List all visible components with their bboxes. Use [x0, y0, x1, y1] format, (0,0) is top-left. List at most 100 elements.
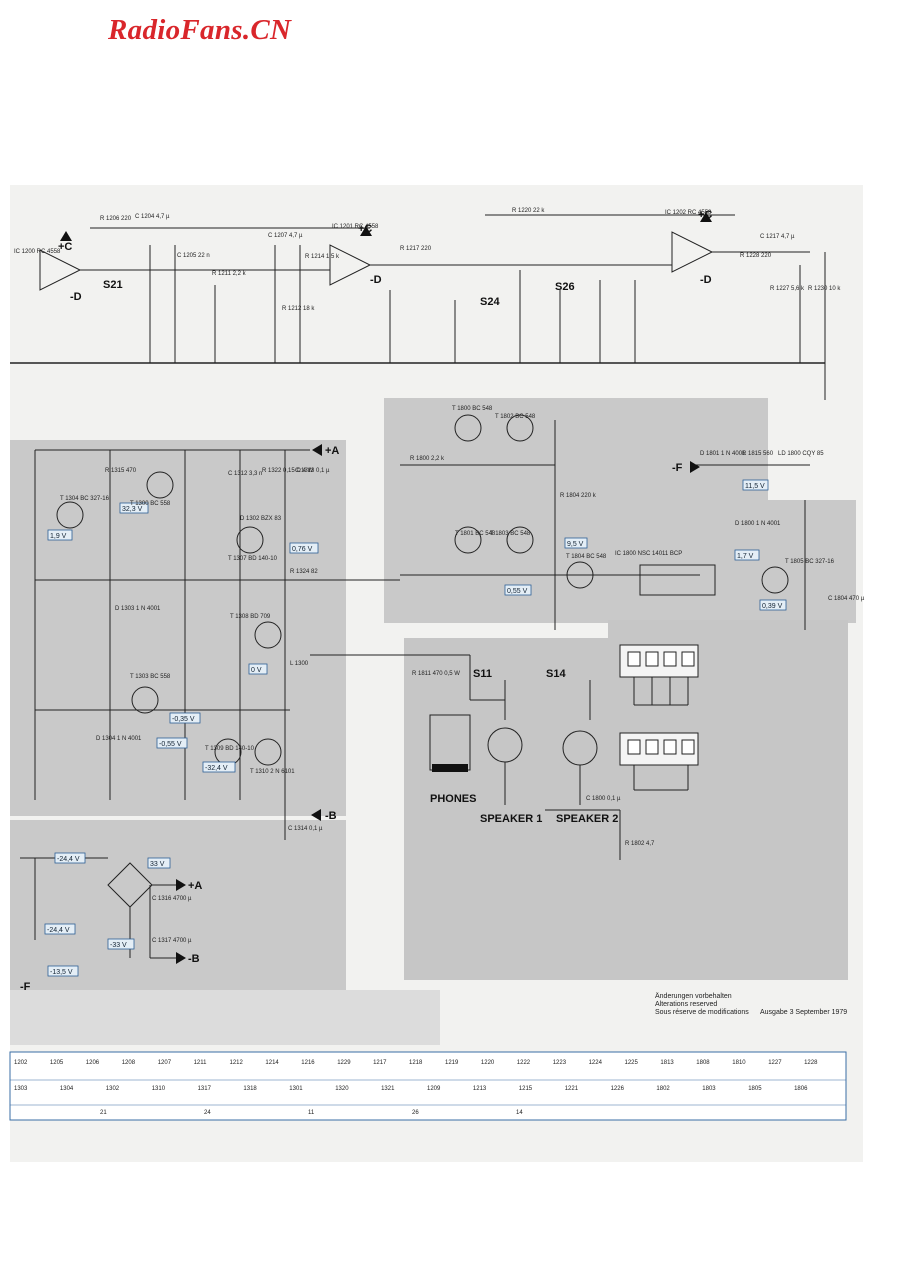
- parts-index-cell: 1226: [611, 1086, 625, 1092]
- rail-label: -B: [325, 810, 337, 822]
- protection-panel: [384, 398, 768, 623]
- footer-note-line1: Änderungen vorbehalten: [655, 992, 732, 1000]
- protection-wiring: [400, 414, 810, 630]
- component-label: R 1230 10 k: [808, 286, 841, 292]
- switch-label: S11: [473, 668, 492, 680]
- phones-label: PHONES: [430, 793, 476, 805]
- outputs-wiring: [310, 654, 621, 860]
- parts-index-cell: 1227: [768, 1060, 782, 1066]
- parts-index-cell: 1212: [230, 1060, 244, 1066]
- footer-note-line3: Sous réserve de modifications: [655, 1009, 749, 1016]
- parts-index-column-number: 26: [412, 1110, 419, 1116]
- parts-index-cell: 1206: [86, 1060, 100, 1066]
- parts-index-cell: 1211: [194, 1060, 208, 1066]
- voltage-tag: 11,5 V: [745, 483, 765, 490]
- parts-index-cell: 1302: [106, 1086, 120, 1092]
- rail-label: -B: [188, 953, 200, 965]
- parts-index-cell: 1802: [656, 1086, 670, 1092]
- rail-label: +C: [698, 209, 712, 221]
- parts-index-cell: 1320: [335, 1086, 349, 1092]
- rail-label: +A: [325, 445, 339, 457]
- phones-jack-bar: [432, 764, 468, 772]
- parts-index-column-number: 11: [308, 1110, 315, 1116]
- component-label: T 1801 BC 548: [455, 531, 496, 537]
- component-label: C 1217 4,7 µ: [760, 234, 795, 240]
- component-label: T 1803 BC 548: [490, 531, 531, 537]
- component-label: R 1228 220: [740, 253, 772, 259]
- parts-index-cell: 1209: [427, 1086, 441, 1092]
- component-label: C 1207 4,7 µ: [268, 233, 303, 239]
- rail-label: -F: [672, 462, 683, 474]
- component-label: T 1304 BC 327-16: [60, 496, 110, 502]
- parts-index-cell: 1808: [696, 1060, 710, 1066]
- parts-index-cell: 1215: [519, 1086, 533, 1092]
- parts-index-cell: 1218: [409, 1060, 423, 1066]
- component-label: C 1205 22 n: [177, 253, 210, 259]
- speaker2-label: SPEAKER 2: [556, 813, 618, 825]
- component-label: R 1802 4,7: [625, 841, 655, 847]
- component-label: T 1307 BD 140-10: [228, 556, 278, 562]
- component-label: IC 1202 RC 4558: [665, 210, 712, 216]
- component-label: R 1322 0,15 Ω 4 W: [262, 468, 314, 474]
- rail-label: -D: [370, 274, 382, 286]
- parts-index-column-number: 24: [204, 1110, 211, 1116]
- parts-index-cell: 1805: [748, 1086, 762, 1092]
- component-label: C 1804 470 µ: [828, 596, 865, 602]
- parts-index-column-number: 21: [100, 1110, 107, 1116]
- component-label: D 1303 1 N 4001: [115, 606, 161, 612]
- component-label: LD 1800 CQY 85: [778, 451, 824, 457]
- voltage-tag: 0,55 V: [507, 588, 528, 595]
- parts-index-cell: 1222: [517, 1060, 531, 1066]
- parts-index-cell: 1221: [565, 1086, 579, 1092]
- rail-label: -F: [20, 981, 31, 993]
- parts-index-column-number: 14: [516, 1110, 523, 1116]
- parts-index-cell: 1214: [265, 1060, 279, 1066]
- component-label: T 1805 BC 327-16: [785, 559, 835, 565]
- voltage-tag: 9,5 V: [567, 541, 584, 548]
- component-label: D 1304 1 N 4001: [96, 736, 142, 742]
- parts-index-cell: 1803: [702, 1086, 716, 1092]
- voltage-tag: 0,39 V: [762, 603, 783, 610]
- parts-index-cell: 1806: [794, 1086, 808, 1092]
- voltage-tag: -13,5 V: [50, 969, 73, 976]
- voltage-tag: -0,35 V: [172, 716, 195, 723]
- parts-index-cell: 1813: [660, 1060, 674, 1066]
- component-label: T 1800 BC 548: [452, 406, 493, 412]
- component-label: C 1316 4700 µ: [152, 896, 192, 902]
- voltage-tag: -0,55 V: [159, 741, 182, 748]
- jack-panel: [608, 620, 848, 980]
- voltage-tag: 32,3 V: [122, 506, 143, 513]
- parts-index-cell: 1224: [589, 1060, 603, 1066]
- parts-index-cell: 1225: [625, 1060, 639, 1066]
- parts-index-cell: 1208: [122, 1060, 136, 1066]
- component-label: T 1309 BD 140-10: [205, 746, 255, 752]
- parts-index-cell: 1321: [381, 1086, 395, 1092]
- component-label: T 1310 2 N 6101: [250, 769, 295, 775]
- component-label: C 1313 0,1 µ: [295, 468, 330, 474]
- voltage-tags: [44, 479, 787, 977]
- component-label: R 1800 2,2 k: [410, 456, 445, 462]
- voltage-tag: 0,76 V: [292, 546, 313, 553]
- parts-index-cell: 1301: [289, 1086, 303, 1092]
- component-label: D 1302 BZX 83: [240, 516, 282, 522]
- voltage-tag: 0 V: [251, 667, 262, 674]
- rail-label: +C: [58, 241, 72, 253]
- component-label: L 1300: [290, 661, 309, 667]
- component-label: R 1211 2,2 k: [212, 271, 247, 277]
- parts-index-cell: 1216: [301, 1060, 315, 1066]
- parts-index-table: [9, 1051, 847, 1121]
- component-label: R 1220 22 k: [512, 208, 545, 214]
- component-label: C 1204 4,7 µ: [135, 214, 170, 220]
- component-label: R 1227 5,6 k: [770, 286, 805, 292]
- radiofans-watermark: RadioFans.CN: [108, 14, 292, 46]
- voltage-tag: 33 V: [150, 861, 165, 868]
- voltage-tag: -24,4 V: [47, 927, 70, 934]
- parts-index-cell: 1220: [481, 1060, 495, 1066]
- voltage-tag: -32,4 V: [205, 765, 228, 772]
- component-label: IC 1201 RC 4558: [332, 224, 379, 230]
- component-label: C 1317 4700 µ: [152, 938, 192, 944]
- speaker1-label: SPEAKER 1: [480, 813, 542, 825]
- parts-index-cell: 1223: [553, 1060, 567, 1066]
- parts-index-cell: 1810: [732, 1060, 746, 1066]
- rail-label: -D: [700, 274, 712, 286]
